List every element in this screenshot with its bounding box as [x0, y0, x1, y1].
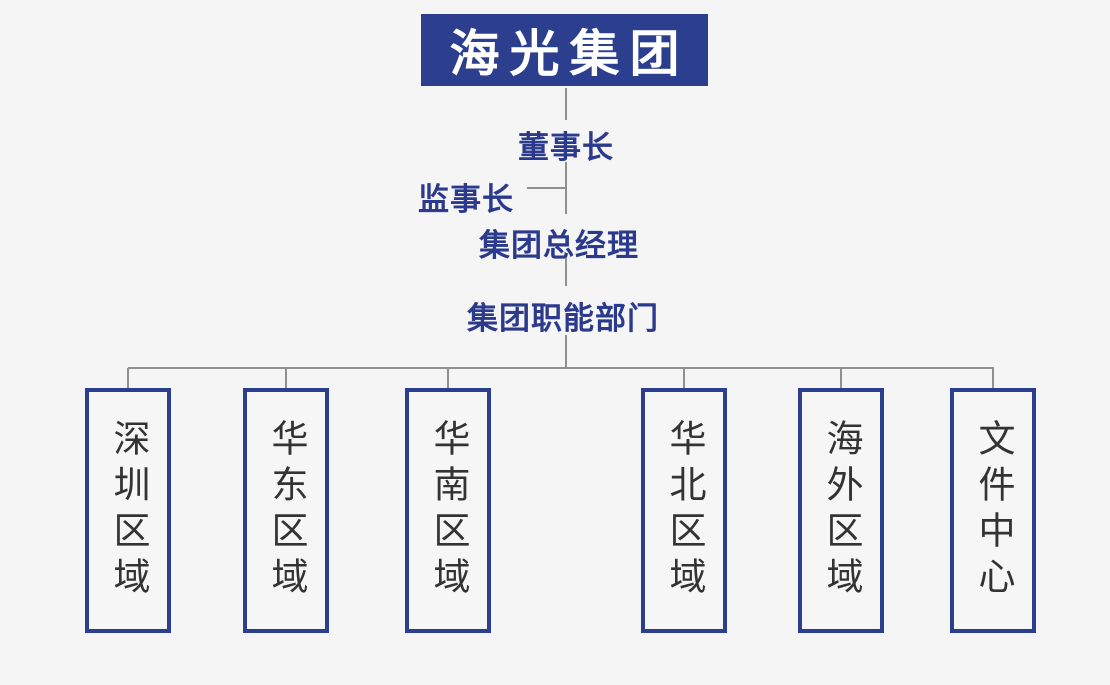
department-label: 文件中心 — [973, 418, 1014, 603]
general-manager-node: 集团总经理 — [479, 228, 639, 263]
chairman-node: 董事长 — [518, 130, 614, 165]
connector-drop-line — [127, 368, 129, 389]
connector-line-supervisor-branch — [527, 187, 566, 189]
connector-drop-line — [840, 368, 842, 389]
supervisor-node: 监事长 — [418, 182, 514, 217]
department-node-overseas-region: 海外区域 — [798, 388, 884, 633]
department-label: 华东区域 — [266, 418, 307, 603]
functional-departments-node: 集团职能部门 — [467, 301, 659, 336]
department-label: 深圳区域 — [108, 418, 149, 603]
connector-line-dept-units — [565, 335, 567, 368]
connector-drop-line — [285, 368, 287, 389]
connector-drop-line — [447, 368, 449, 389]
connector-line-chairman-gm — [565, 162, 567, 214]
department-label: 华南区域 — [428, 418, 469, 603]
company-root-node: 海光集团 — [421, 14, 708, 86]
connector-drop-line — [683, 368, 685, 389]
department-node-east-china-region: 华东区域 — [243, 388, 329, 633]
department-label: 海外区域 — [821, 418, 862, 603]
department-node-south-china-region: 华南区域 — [405, 388, 491, 633]
connector-line-horizontal — [128, 367, 994, 369]
connector-line-gm-dept — [565, 258, 567, 286]
department-node-north-china-region: 华北区域 — [641, 388, 727, 633]
department-node-shenzhen-region: 深圳区域 — [85, 388, 171, 633]
connector-drop-line — [992, 368, 994, 389]
company-name: 海光集团 — [449, 26, 690, 82]
department-node-document-center: 文件中心 — [950, 388, 1036, 633]
connector-line-root-chairman — [565, 88, 567, 120]
department-label: 华北区域 — [664, 418, 705, 603]
